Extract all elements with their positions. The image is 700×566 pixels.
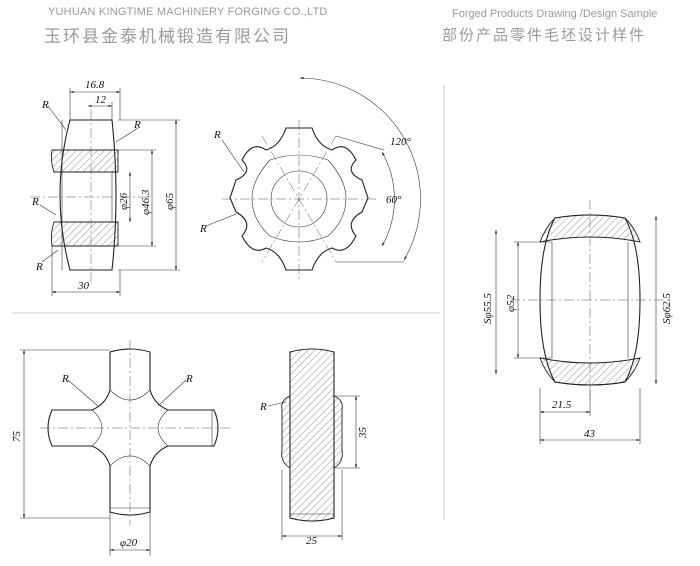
angle-label-120: 120° bbox=[390, 136, 412, 148]
ring-section-view bbox=[30, 88, 180, 296]
dim-barrel-sphere-small: Sφ55.5 bbox=[482, 293, 494, 324]
dim-ring-outer: φ65 bbox=[164, 192, 176, 210]
dim-ring-top-outer: 16.8 bbox=[85, 79, 105, 91]
dim-section-height: 35 bbox=[357, 427, 369, 440]
dim-section-width: 25 bbox=[306, 535, 318, 547]
dim-ring-bore: φ26 bbox=[118, 192, 130, 210]
drawing-title-english: Forged Products Drawing /Design Sample bbox=[452, 8, 658, 20]
star-gear-view bbox=[205, 76, 421, 280]
dim-barrel-half-width: 21.5 bbox=[552, 399, 572, 411]
cross-section-view bbox=[267, 348, 360, 540]
radius-label-ring-2: R bbox=[133, 119, 141, 131]
dim-ring-mid: φ46.3 bbox=[140, 189, 152, 215]
dim-barrel-sphere-large: Sφ62.5 bbox=[661, 293, 673, 324]
dim-barrel-inner: φ52 bbox=[505, 294, 517, 312]
radius-label-ring-4: R bbox=[35, 261, 43, 273]
barrel-section-view bbox=[494, 200, 670, 444]
radius-label-section: R bbox=[259, 401, 267, 413]
sheet-separators bbox=[12, 85, 445, 520]
radius-label-cross-2: R bbox=[185, 373, 193, 385]
dim-cross-height: 75 bbox=[11, 431, 23, 443]
company-name-english: YUHUAN KINGTIME MACHINERY FORGING CO.,LT… bbox=[48, 6, 328, 18]
radius-label-ring-1: R bbox=[41, 99, 49, 111]
dim-ring-top-inner: 12 bbox=[95, 94, 107, 106]
dim-ring-width: 30 bbox=[77, 280, 90, 292]
dim-barrel-width: 43 bbox=[584, 428, 596, 440]
radius-label-star-2: R bbox=[199, 223, 207, 235]
dim-cross-arm: φ20 bbox=[120, 537, 138, 549]
company-name-chinese: 玉环县金泰机械锻造有限公司 bbox=[44, 27, 291, 47]
radius-label-cross-1: R bbox=[61, 373, 69, 385]
angle-label-60: 60° bbox=[386, 194, 402, 206]
cross-view bbox=[20, 340, 230, 556]
radius-label-ring-3: R bbox=[31, 196, 39, 208]
drawing-title-chinese: 部份产品零件毛坯设计样件 bbox=[442, 26, 647, 44]
radius-label-star-1: R bbox=[213, 129, 221, 141]
